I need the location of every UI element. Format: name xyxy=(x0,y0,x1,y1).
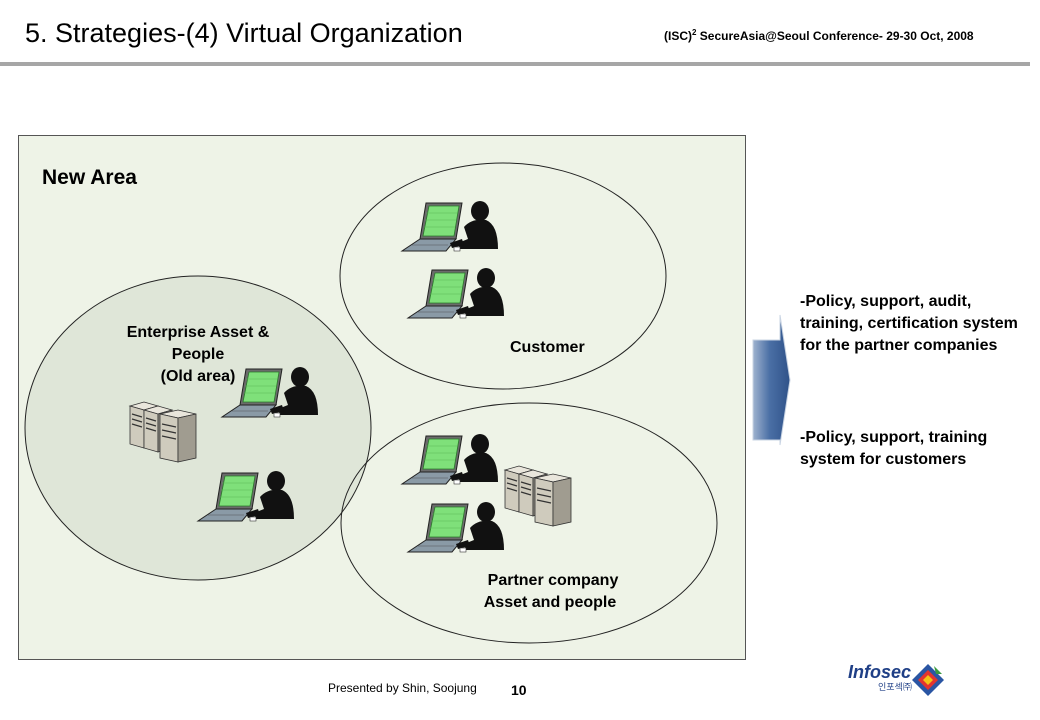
slide-title: 5. Strategies-(4) Virtual Organization xyxy=(25,18,463,48)
conference-rest: SecureAsia@Seoul Conference- 29-30 Oct, … xyxy=(696,29,974,43)
partner-workstation-icon xyxy=(407,501,505,553)
diagram-panel xyxy=(18,135,746,660)
page-number: 10 xyxy=(511,682,527,698)
conference-superscript: 2 xyxy=(692,28,697,37)
partner-label-line: Partner company xyxy=(487,572,619,589)
logo-text: Infosec xyxy=(848,662,912,682)
enterprise-label-line: (Old area) xyxy=(160,368,236,385)
partner-policy-text: -Policy, support, audit, training, certi… xyxy=(800,293,1018,354)
infosec-logo-icon xyxy=(912,664,944,696)
right-arrow-icon xyxy=(752,314,791,446)
partner-workstation-icon xyxy=(401,433,499,485)
presenter-credit: Presented by Shin, Soojung xyxy=(328,681,477,695)
logo-subtext: 인포섹㈜ xyxy=(878,682,912,692)
customer-workstation-icon xyxy=(401,200,499,252)
customer-workstation-icon xyxy=(407,267,505,319)
partner-server-icon xyxy=(504,465,572,527)
customer-circle xyxy=(339,162,667,390)
infosec-logo: Infosec 인포섹㈜ xyxy=(848,662,912,692)
header-separator xyxy=(0,62,1030,66)
partner-label-line: Asset and people xyxy=(483,594,617,611)
enterprise-label-line: People xyxy=(171,346,225,363)
conference-label: (ISC)2 SecureAsia@Seoul Conference- 29-3… xyxy=(664,28,974,43)
conference-prefix: (ISC) xyxy=(664,29,692,43)
customer-policy-text: -Policy, support, training system for cu… xyxy=(800,429,988,468)
enterprise-label-line: Enterprise Asset & xyxy=(126,324,270,341)
partner-circle xyxy=(340,402,718,644)
new-area-label: New Area xyxy=(42,166,137,189)
customer-label: Customer xyxy=(510,339,585,356)
